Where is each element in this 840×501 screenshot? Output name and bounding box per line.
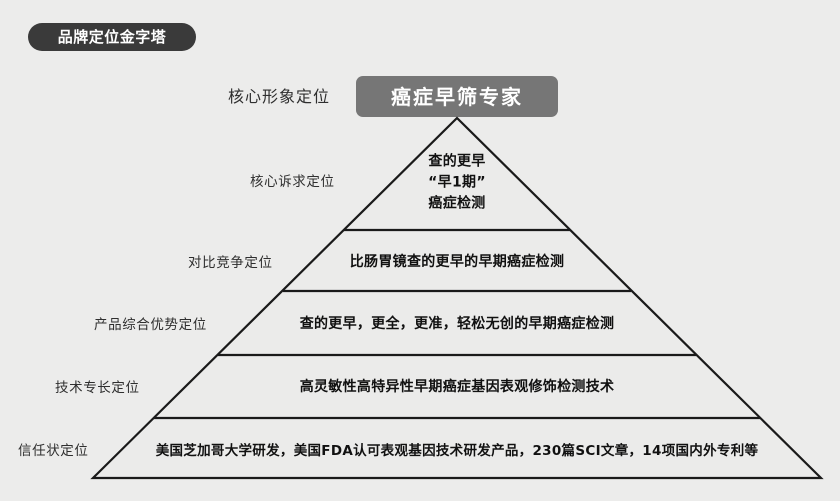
tier-content-line: 查的更早 [428, 153, 486, 170]
tier-content-product-advantage: 查的更早，更全，更准，轻松无创的早期癌症检测 [299, 316, 615, 332]
tier-label-core-appeal: 核心诉求定位 [250, 174, 335, 190]
tier-content-competitive: 比肠胃镜查的更早的早期癌症检测 [349, 254, 565, 270]
tier-content-line: “早1期” [428, 174, 486, 191]
diagram-title-text: 品牌定位金字塔 [57, 27, 167, 46]
tier-content-trust: 美国芝加哥大学研发，美国FDA认可表观基因技术研发产品，230篇SCI文章，14… [155, 443, 759, 459]
tier-content-line: 癌症检测 [428, 195, 486, 212]
tier-label-competitive: 对比竞争定位 [188, 255, 273, 271]
core-image-box: 癌症早筛专家 [356, 76, 558, 117]
tier-label-product-advantage: 产品综合优势定位 [94, 317, 207, 333]
diagram-title-badge: 品牌定位金字塔 [28, 23, 196, 51]
core-image-box-text: 癌症早筛专家 [391, 84, 523, 109]
core-image-label: 核心形象定位 [228, 87, 331, 106]
tier-content-core-appeal: 查的更早 “早1期” 癌症检测 [428, 152, 486, 215]
tier-label-trust: 信任状定位 [18, 443, 89, 459]
pyramid-outline [90, 116, 824, 480]
tier-content-technology: 高灵敏性高特异性早期癌症基因表观修饰检测技术 [299, 379, 615, 395]
tier-label-technology: 技术专长定位 [55, 380, 140, 396]
